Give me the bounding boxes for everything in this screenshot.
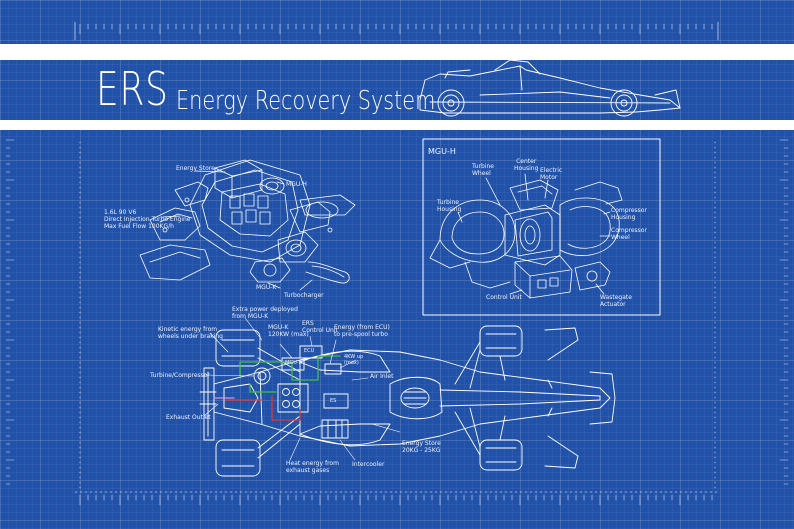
label-extra-power: Extra power deployed from MGU-K (232, 306, 298, 321)
label-engine-line3: Max Fuel Flow 100KG/h (104, 223, 174, 230)
label-kw-max: 4KW up (max) (344, 354, 364, 366)
frame-lines (74, 21, 719, 493)
poster-title: ERS (96, 62, 169, 116)
label-mgu-k-power: MGU-K 120KW (max) (268, 324, 309, 339)
mgu-k-energy-path-2 (249, 383, 277, 393)
label-compressor-wheel: Compressor Wheel (611, 227, 647, 242)
label-ecu: ECU (304, 348, 315, 354)
label-energy-store: Energy Store (176, 165, 215, 172)
label-air-inlet: Air Inlet (370, 373, 394, 380)
label-compressor-housing: Compressor Housing (611, 207, 647, 222)
label-mgu-h: MGU-H (286, 181, 307, 188)
top-stripe (0, 44, 794, 60)
label-mgu-k: MGU-K (256, 284, 277, 291)
mgu-h-turbo-drawing (429, 173, 623, 299)
label-heat-energy: Heat energy from exhaust gases (286, 460, 339, 475)
label-es: ES (330, 398, 337, 404)
label-turbine-housing: Turbine Housing (437, 199, 462, 214)
ruler-ticks (5, 23, 789, 506)
label-ers-control: ERS Control Unit (302, 320, 338, 335)
mgu-h-panel-frame (422, 138, 661, 316)
label-engine-line1: 1.6L 90 V6 (104, 209, 137, 216)
label-kinetic-energy: Kinetic energy from wheels under braking (158, 326, 223, 341)
label-center-housing: Center Housing (514, 158, 539, 173)
poster-subtitle: Energy Recovery System (176, 86, 436, 116)
label-energy-store-weight: Energy Store 20KG - 25KG (402, 440, 441, 455)
label-wastegate-actuator: Wastegate Actuator (600, 294, 632, 309)
energy-flow-paths (213, 355, 341, 421)
label-control-unit: Control Unit (486, 294, 522, 301)
car-side-view (419, 59, 681, 117)
mgu-k-energy-path (239, 355, 341, 381)
car-plan-view (199, 325, 616, 477)
plan-view-leaders (203, 317, 401, 461)
label-engine-line2: Direct Injection Turbo Engine (104, 216, 191, 223)
label-mgu-h-small: MGU-H (285, 360, 303, 366)
label-turbine-wheel: Turbine Wheel (472, 163, 494, 178)
label-turbine-compressor: Turbine/Compressor (150, 372, 210, 379)
label-turbocharger: Turbocharger (284, 292, 324, 299)
mgu-h-panel-title: MGU-H (428, 147, 456, 156)
label-electric-motor: Electric Motor (540, 167, 563, 182)
label-intercooler: Intercooler (352, 461, 385, 468)
exhaust-heat-path (271, 395, 301, 421)
exploded-engine-drawing (139, 159, 356, 291)
bottom-stripe (0, 120, 794, 130)
label-exhaust-outlet: Exhaust Outlet (166, 414, 211, 421)
label-energy-from-ecu: Energy (from ECU) to pre-spool turbo (334, 324, 390, 339)
